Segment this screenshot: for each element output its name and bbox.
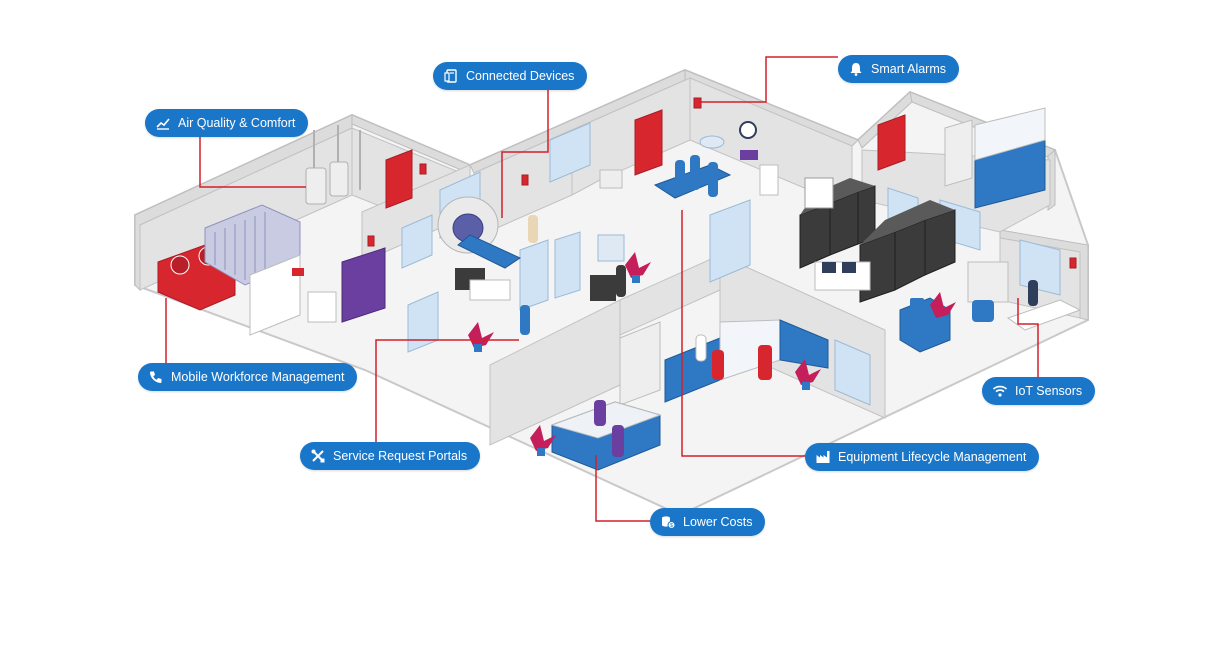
label-text: Connected Devices <box>466 69 575 83</box>
label-mobile-workforce[interactable]: Mobile Workforce Management <box>138 363 358 391</box>
label-lower-costs[interactable]: $ Lower Costs <box>650 508 766 536</box>
svg-text:$: $ <box>670 523 673 529</box>
pharmacy <box>619 319 829 406</box>
label-equipment-lifecycle[interactable]: Equipment Lifecycle Management <box>805 443 1040 471</box>
label-text: Air Quality & Comfort <box>178 116 296 130</box>
server-racks <box>799 177 956 303</box>
label-text: Smart Alarms <box>871 62 947 76</box>
connector-lines <box>165 56 1039 522</box>
staff-figures <box>469 234 626 335</box>
label-text: Equipment Lifecycle Management <box>838 450 1027 464</box>
wifi-icon <box>992 383 1008 399</box>
label-service-request[interactable]: Service Request Portals <box>300 442 481 470</box>
label-connected-devices[interactable]: Connected Devices <box>433 62 588 90</box>
line-chart-icon <box>155 115 171 131</box>
bell-icon <box>848 61 864 77</box>
label-text: Mobile Workforce Management <box>171 370 345 384</box>
reception-desk <box>550 400 662 471</box>
label-smart-alarms[interactable]: Smart Alarms <box>838 55 960 83</box>
tools-icon <box>310 448 326 464</box>
factory-icon <box>815 449 831 465</box>
label-iot-sensors[interactable]: IoT Sensors <box>982 377 1096 405</box>
label-text: Lower Costs <box>683 515 753 529</box>
patient-room <box>249 247 386 336</box>
label-text: Service Request Portals <box>333 449 468 463</box>
plants <box>468 252 956 456</box>
label-air-quality[interactable]: Air Quality & Comfort <box>145 109 309 137</box>
supply-room <box>944 107 1046 209</box>
label-text: IoT Sensors <box>1015 384 1083 398</box>
phone-icon <box>148 369 164 385</box>
coins-icon: $ <box>660 514 676 530</box>
device-icon <box>443 68 459 84</box>
doors <box>367 97 1077 269</box>
operating-room <box>599 121 779 199</box>
